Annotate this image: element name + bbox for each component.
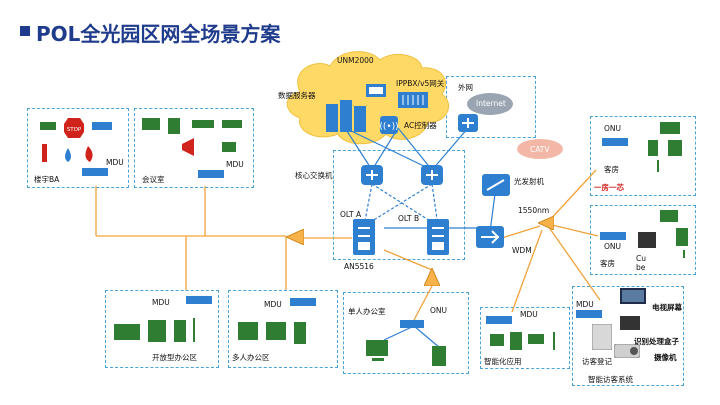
wdm-label: WDM — [512, 246, 532, 255]
mdu-device-icon — [290, 298, 316, 306]
one-room-one-fiber-tag: 一房一芯 — [594, 183, 624, 192]
cube-label: Cube — [636, 254, 646, 272]
unm-label: UNM2000 — [337, 56, 374, 65]
phone-icon — [432, 346, 446, 366]
catv-cloud-icon — [517, 139, 563, 159]
core-switch-icon — [421, 165, 443, 185]
zone-single-office — [343, 292, 469, 374]
meeting-mdu-label: MDU — [226, 160, 244, 169]
guest-room-1-onu-label: ONU — [604, 124, 622, 133]
internet-label: Internet — [476, 99, 506, 108]
smart-app-mdu-label: MDU — [520, 310, 538, 319]
splitter-icon — [286, 229, 304, 245]
ippbx-icon — [398, 92, 428, 108]
page-title: POL全光园区网全场景方案 — [36, 22, 281, 46]
meeting-zone-name: 会议室 — [142, 175, 165, 184]
onu-device-icon — [600, 232, 626, 240]
tv-screen-label: 电视屏幕 — [652, 303, 682, 312]
ippbx-label: IPPBX/v5网关 — [396, 79, 445, 88]
olt-a-label: OLT A — [340, 210, 362, 219]
external-network-label: 外网 — [458, 83, 473, 92]
ac-controller-label: AC控制器 — [404, 121, 437, 130]
single-office-onu-label: ONU — [430, 306, 448, 315]
fiber-lines — [95, 169, 601, 321]
ba-mdu-label: MDU — [106, 158, 124, 167]
ac-controller-icon: ((•)) — [380, 116, 398, 134]
internet-cloud-icon — [467, 93, 513, 115]
camera-icon — [614, 344, 640, 358]
multi-office-mdu-label: MDU — [264, 300, 282, 309]
ba-zone-name: 楼宇BA — [34, 175, 60, 184]
pc-icon — [366, 340, 388, 361]
svg-text:((•)): ((•)) — [380, 122, 398, 132]
core-switch-icon — [361, 165, 383, 185]
data-server-label: 数据服务器 — [278, 91, 316, 100]
guest-room-2-devices — [638, 210, 688, 258]
wdm-icon — [476, 226, 504, 248]
stop-sign-text: STOP — [67, 127, 82, 133]
processing-box-label: 识别处理盒子 — [634, 337, 679, 346]
mdu-device-icon — [198, 170, 224, 178]
tv-screen-icon — [620, 288, 646, 304]
smart-app-zone-name: 智能化应用 — [484, 357, 522, 366]
visitor-register-label: 访客登记 — [582, 357, 612, 366]
mdu-device-icon — [82, 168, 108, 176]
camera-label: 摄像机 — [654, 353, 677, 362]
wavelength-label: 1550nm — [518, 206, 550, 215]
visitor-zone-name: 智能访客系统 — [588, 375, 633, 384]
unm-server-icon — [366, 84, 386, 97]
guest-room-1-devices — [648, 122, 682, 172]
guest-room-1-zone-name: 客房 — [604, 165, 619, 174]
router-icon — [458, 114, 478, 132]
open-office-mdu-label: MDU — [152, 298, 170, 307]
multi-office-zone-name: 多人办公区 — [232, 353, 270, 362]
guest-room-2-zone-name: 客房 — [600, 259, 615, 268]
core-switch-label: 核心交换机 — [295, 171, 333, 180]
smart-app-devices — [490, 332, 555, 350]
transmitter-label: 光发射机 — [514, 177, 544, 186]
olt-b-icon — [427, 219, 449, 255]
single-office-zone-name: 单人办公室 — [348, 307, 386, 316]
processing-box-icon — [620, 316, 640, 330]
visitor-mdu-label: MDU — [576, 300, 594, 309]
meeting-devices — [142, 118, 242, 156]
olt-a-icon — [353, 219, 375, 255]
splitter-icon — [538, 216, 554, 230]
guest-room-2-onu-label: ONU — [604, 242, 622, 251]
visitor-kiosk-icon — [592, 324, 612, 350]
catv-label: CATV — [530, 145, 550, 154]
mdu-device-icon — [486, 316, 512, 324]
open-office-zone-name: 开放型办公区 — [152, 353, 197, 362]
onu-device-icon — [400, 320, 424, 328]
open-office-devices — [114, 318, 195, 342]
olt-b-label: OLT B — [398, 214, 420, 223]
an5516-label: AN5516 — [344, 262, 374, 271]
mdu-device-icon — [576, 310, 602, 318]
mdu-device-icon — [186, 296, 212, 304]
data-server-icon — [326, 100, 366, 132]
multi-office-devices — [238, 322, 306, 344]
building-ba-devices: STOP — [40, 118, 112, 162]
splitter-icon — [424, 268, 440, 286]
title-marker — [20, 26, 30, 36]
onu-device-icon — [602, 138, 628, 146]
optical-transmitter-icon — [482, 174, 510, 196]
